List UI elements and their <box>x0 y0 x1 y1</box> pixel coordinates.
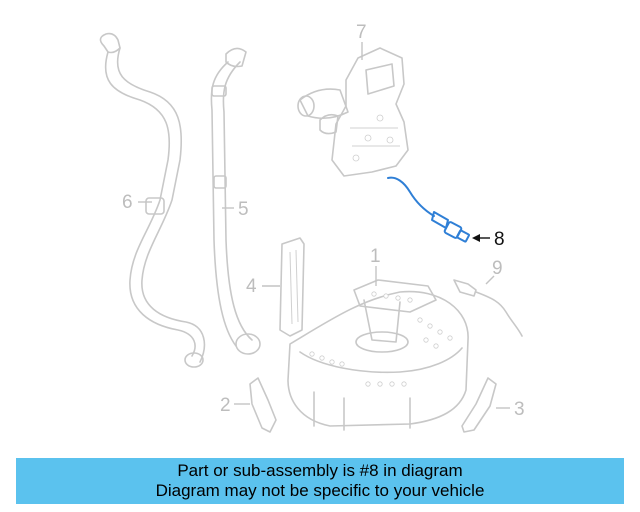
leader-8-arrowhead <box>472 234 480 242</box>
callout-4: 4 <box>246 276 257 297</box>
part-2-clip <box>249 377 277 433</box>
part-3-clip <box>461 377 497 433</box>
callout-8: 8 <box>494 229 505 250</box>
callout-7: 7 <box>356 22 367 43</box>
callout-9: 9 <box>492 258 503 279</box>
part-4-bracket <box>279 237 305 337</box>
banner-line-2: Diagram may not be specific to your vehi… <box>155 481 485 500</box>
part-8-sensor-highlighted[interactable] <box>387 176 470 243</box>
part-6-hose <box>99 32 206 368</box>
part-5-hose <box>210 47 261 355</box>
banner-line-1: Part or sub-assembly is #8 in diagram <box>177 461 463 480</box>
leader-9 <box>485 275 495 285</box>
info-banner: Part or sub-assembly is #8 in diagram Di… <box>16 458 624 504</box>
housing-perforation <box>309 291 453 387</box>
callout-6: 6 <box>122 192 133 213</box>
callout-1: 1 <box>370 246 381 267</box>
parts-diagram: 7 6 5 4 1 9 2 3 8 <box>99 22 525 433</box>
callout-3: 3 <box>514 399 525 420</box>
part-1-housing <box>287 279 469 431</box>
part-7-valve-assembly <box>297 47 409 177</box>
callout-2: 2 <box>220 395 231 416</box>
callout-5: 5 <box>238 199 249 220</box>
part-9-sensor <box>453 279 523 337</box>
